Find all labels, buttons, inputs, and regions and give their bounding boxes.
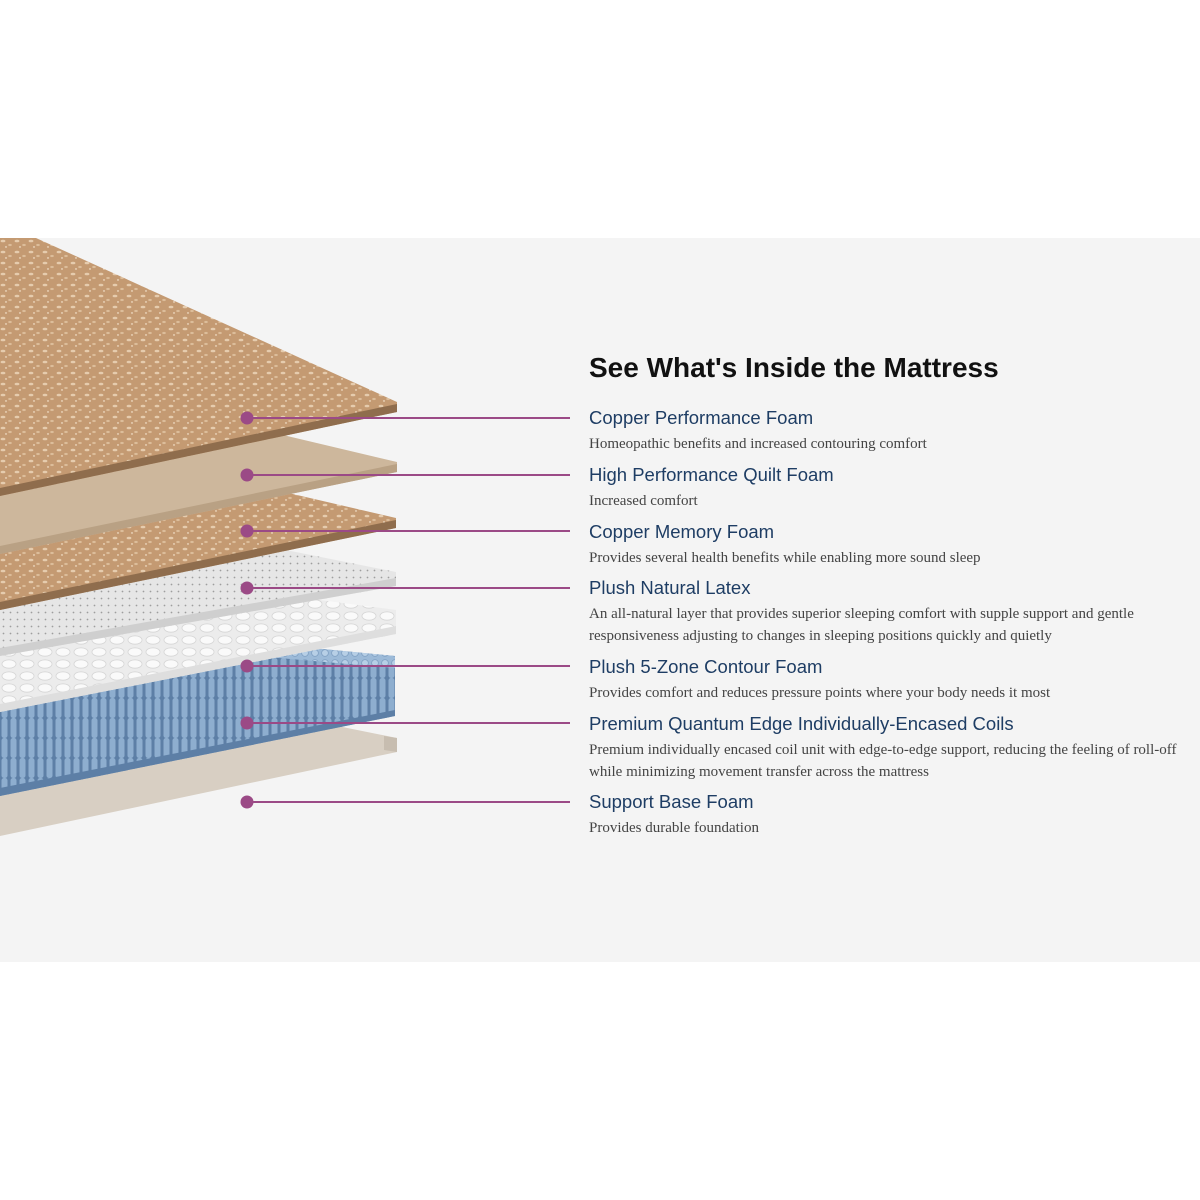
callout-copper-memory-foam (240, 524, 570, 538)
layer-entry-copper-performance-foam: Copper Performance Foam Homeopathic bene… (589, 407, 1189, 455)
section-heading: See What's Inside the Mattress (589, 352, 999, 383)
layer-title: Plush 5-Zone Contour Foam (589, 656, 823, 677)
layer-description: Increased comfort (589, 493, 698, 509)
mattress-layers-panel: See What's Inside the Mattress Copper Pe… (0, 238, 1200, 962)
marker-dot (240, 411, 254, 425)
marker-dot (240, 524, 254, 538)
callout-copper-performance-foam (240, 411, 570, 425)
marker-dot (240, 795, 254, 809)
copper-performance-foam-layer (0, 238, 397, 496)
layer-title: Support Base Foam (589, 791, 754, 812)
callout-quilt-foam (240, 468, 570, 482)
layer-description: Premium individually encased coil unit w… (589, 742, 1177, 780)
layer-description: Provides durable foundation (589, 820, 759, 836)
layer-description: Provides several health benefits while e… (589, 550, 981, 566)
layer-entry-quilt-foam: High Performance Quilt Foam Increased co… (589, 464, 1189, 512)
layer-description: An all-natural layer that provides super… (589, 606, 1134, 644)
layer-entry-contour-foam: Plush 5-Zone Contour Foam Provides comfo… (589, 656, 1189, 704)
layer-entry-coils: Premium Quantum Edge Individually-Encase… (589, 713, 1189, 783)
callout-coils (240, 716, 570, 730)
callout-base-foam (240, 795, 570, 809)
callout-contour-foam (240, 659, 570, 673)
mattress-layer-illustration (0, 238, 570, 836)
layer-title: Copper Memory Foam (589, 521, 775, 542)
layer-entry-base-foam: Support Base Foam Provides durable found… (589, 791, 1189, 839)
callout-natural-latex (240, 581, 570, 595)
marker-dot (240, 581, 254, 595)
marker-dot (240, 716, 254, 730)
layer-title: High Performance Quilt Foam (589, 464, 834, 485)
layer-title: Plush Natural Latex (589, 577, 751, 598)
layer-description: Homeopathic benefits and increased conto… (589, 436, 927, 452)
layer-entry-natural-latex: Plush Natural Latex An all-natural layer… (589, 577, 1189, 647)
layer-entry-copper-memory-foam: Copper Memory Foam Provides several heal… (589, 521, 1189, 569)
layer-title: Copper Performance Foam (589, 407, 814, 428)
marker-dot (240, 659, 254, 673)
marker-dot (240, 468, 254, 482)
layer-description: Provides comfort and reduces pressure po… (589, 685, 1051, 701)
layer-title: Premium Quantum Edge Individually-Encase… (589, 713, 1014, 734)
